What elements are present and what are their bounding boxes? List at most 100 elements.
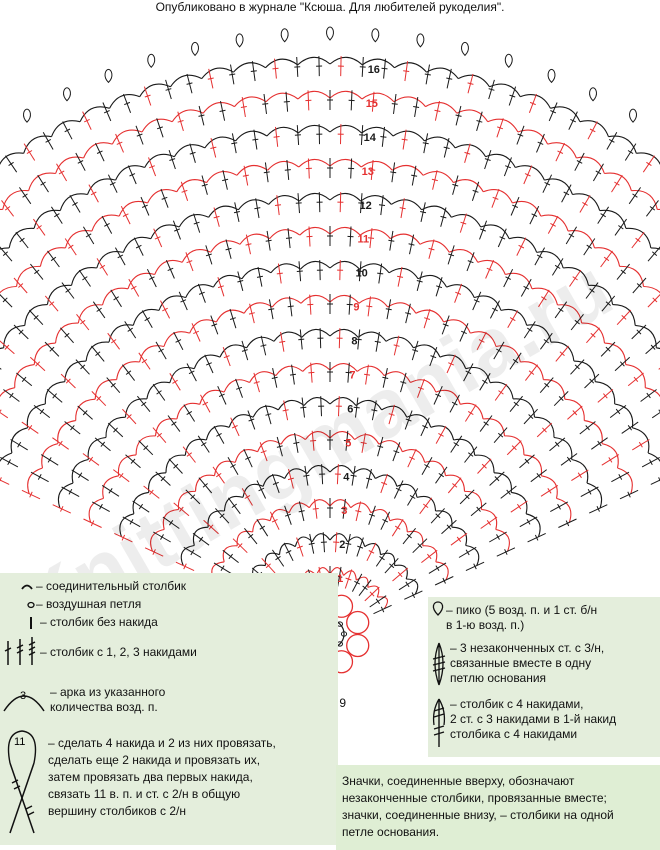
chain-arc xyxy=(407,530,424,546)
crossed-stitch-icon: 11 xyxy=(7,730,37,834)
chain-arc xyxy=(235,130,268,142)
chain-arc xyxy=(146,381,170,399)
chain-arc-icon: 3 xyxy=(3,690,45,712)
stitch-bar xyxy=(158,348,164,353)
chain-arc xyxy=(631,189,658,210)
stitch-bar xyxy=(109,181,116,186)
stitch-bar xyxy=(144,317,151,322)
stitch-bar xyxy=(58,170,65,175)
stitch-bar xyxy=(186,410,193,416)
chain-arc xyxy=(96,251,124,269)
stitch-bar xyxy=(460,221,467,225)
row-number: 2 xyxy=(339,539,345,551)
stitch-bar xyxy=(130,458,136,464)
stitch-bar xyxy=(589,288,595,293)
stitch-bar xyxy=(289,373,296,376)
chain-arc xyxy=(392,164,424,176)
stitch-bar xyxy=(618,225,624,230)
legend-text: – арка из указанного количества возд. п. xyxy=(50,685,166,714)
stitch-bar xyxy=(268,308,275,311)
stitch-bar xyxy=(85,233,92,238)
stitch-bar xyxy=(233,211,240,214)
chain-arc xyxy=(645,387,660,398)
chain-arc xyxy=(297,56,331,66)
chain-arc xyxy=(91,214,120,232)
stitch-bar xyxy=(550,222,556,227)
chain-arc xyxy=(525,513,541,537)
stitch-bar xyxy=(370,101,377,103)
stitch-bar xyxy=(217,285,224,289)
stitch-bar xyxy=(534,534,539,541)
chain-arc xyxy=(608,135,637,154)
stitch-bar xyxy=(308,542,315,545)
stitch-bar xyxy=(570,118,577,123)
stitch-bar xyxy=(464,494,470,500)
stitch-bar xyxy=(213,215,220,219)
stitch-bar xyxy=(395,487,402,492)
center-chain xyxy=(340,631,348,637)
stitch-bar xyxy=(250,70,257,72)
stitch-bar xyxy=(572,410,578,416)
stitch-bar xyxy=(183,563,187,570)
chain-arc xyxy=(33,209,61,229)
stitch-bar xyxy=(424,317,431,320)
legend-row-single-crochet: – столбик без накида xyxy=(0,615,338,631)
picot xyxy=(504,53,513,68)
stitch-bar xyxy=(45,138,52,143)
chain-arc xyxy=(576,156,605,174)
stitch-bar xyxy=(52,393,57,399)
stitch-bar xyxy=(408,243,415,246)
stitch-bar xyxy=(620,269,626,275)
chain-arc xyxy=(301,328,331,338)
stitch-bar xyxy=(222,178,229,182)
stitch-bar xyxy=(124,101,131,106)
chain-arc xyxy=(343,570,357,581)
stitch-bar xyxy=(589,128,596,133)
stitch-bar xyxy=(230,464,236,468)
stitch-bar xyxy=(627,425,633,431)
stitch-bar xyxy=(231,503,237,509)
chain-arc xyxy=(329,328,359,338)
chain-arc xyxy=(402,449,426,463)
stitch-bar xyxy=(436,285,443,289)
stitch-bar xyxy=(557,150,564,154)
chain-arc xyxy=(579,120,610,137)
chain-arc xyxy=(568,230,596,249)
stitch-bar xyxy=(509,94,516,98)
stitch-bar xyxy=(446,77,453,80)
stitch-bar xyxy=(397,275,404,278)
stitch-bar xyxy=(60,505,64,512)
chain-arc xyxy=(361,58,395,69)
stitch-bar xyxy=(577,472,582,479)
stitch-bar xyxy=(566,456,572,463)
stitch-post xyxy=(0,294,13,308)
stitch-bar xyxy=(122,213,129,217)
stitch-bar xyxy=(108,488,113,494)
picot xyxy=(371,28,380,43)
chain-arc xyxy=(41,443,59,469)
stitch-bar xyxy=(193,221,200,225)
legend-row-double-crochet: – столбик с 1, 2, 3 накидами xyxy=(0,637,338,667)
stitch-bar xyxy=(448,362,454,366)
chain-arc xyxy=(383,371,411,383)
stitch-bar xyxy=(296,270,303,272)
stitch-bar xyxy=(509,317,516,322)
chain-arc xyxy=(526,324,552,343)
chain-arc xyxy=(302,363,331,372)
stitch-bar xyxy=(633,376,639,383)
chain-arc xyxy=(236,164,268,176)
chain-arc xyxy=(495,528,510,552)
single-crochet-icon xyxy=(30,617,32,629)
chain-arc xyxy=(451,214,482,228)
stitch-bar xyxy=(254,207,261,210)
chain-arc xyxy=(625,227,652,248)
chain-arc xyxy=(269,229,301,239)
stitch-bar xyxy=(481,463,487,469)
chain-arc xyxy=(170,74,203,88)
stitch-bar xyxy=(135,244,142,249)
chain-arc xyxy=(118,200,148,217)
row-number: 13 xyxy=(362,166,374,178)
stitch-bar xyxy=(223,355,230,359)
stitch-bar xyxy=(393,344,400,347)
